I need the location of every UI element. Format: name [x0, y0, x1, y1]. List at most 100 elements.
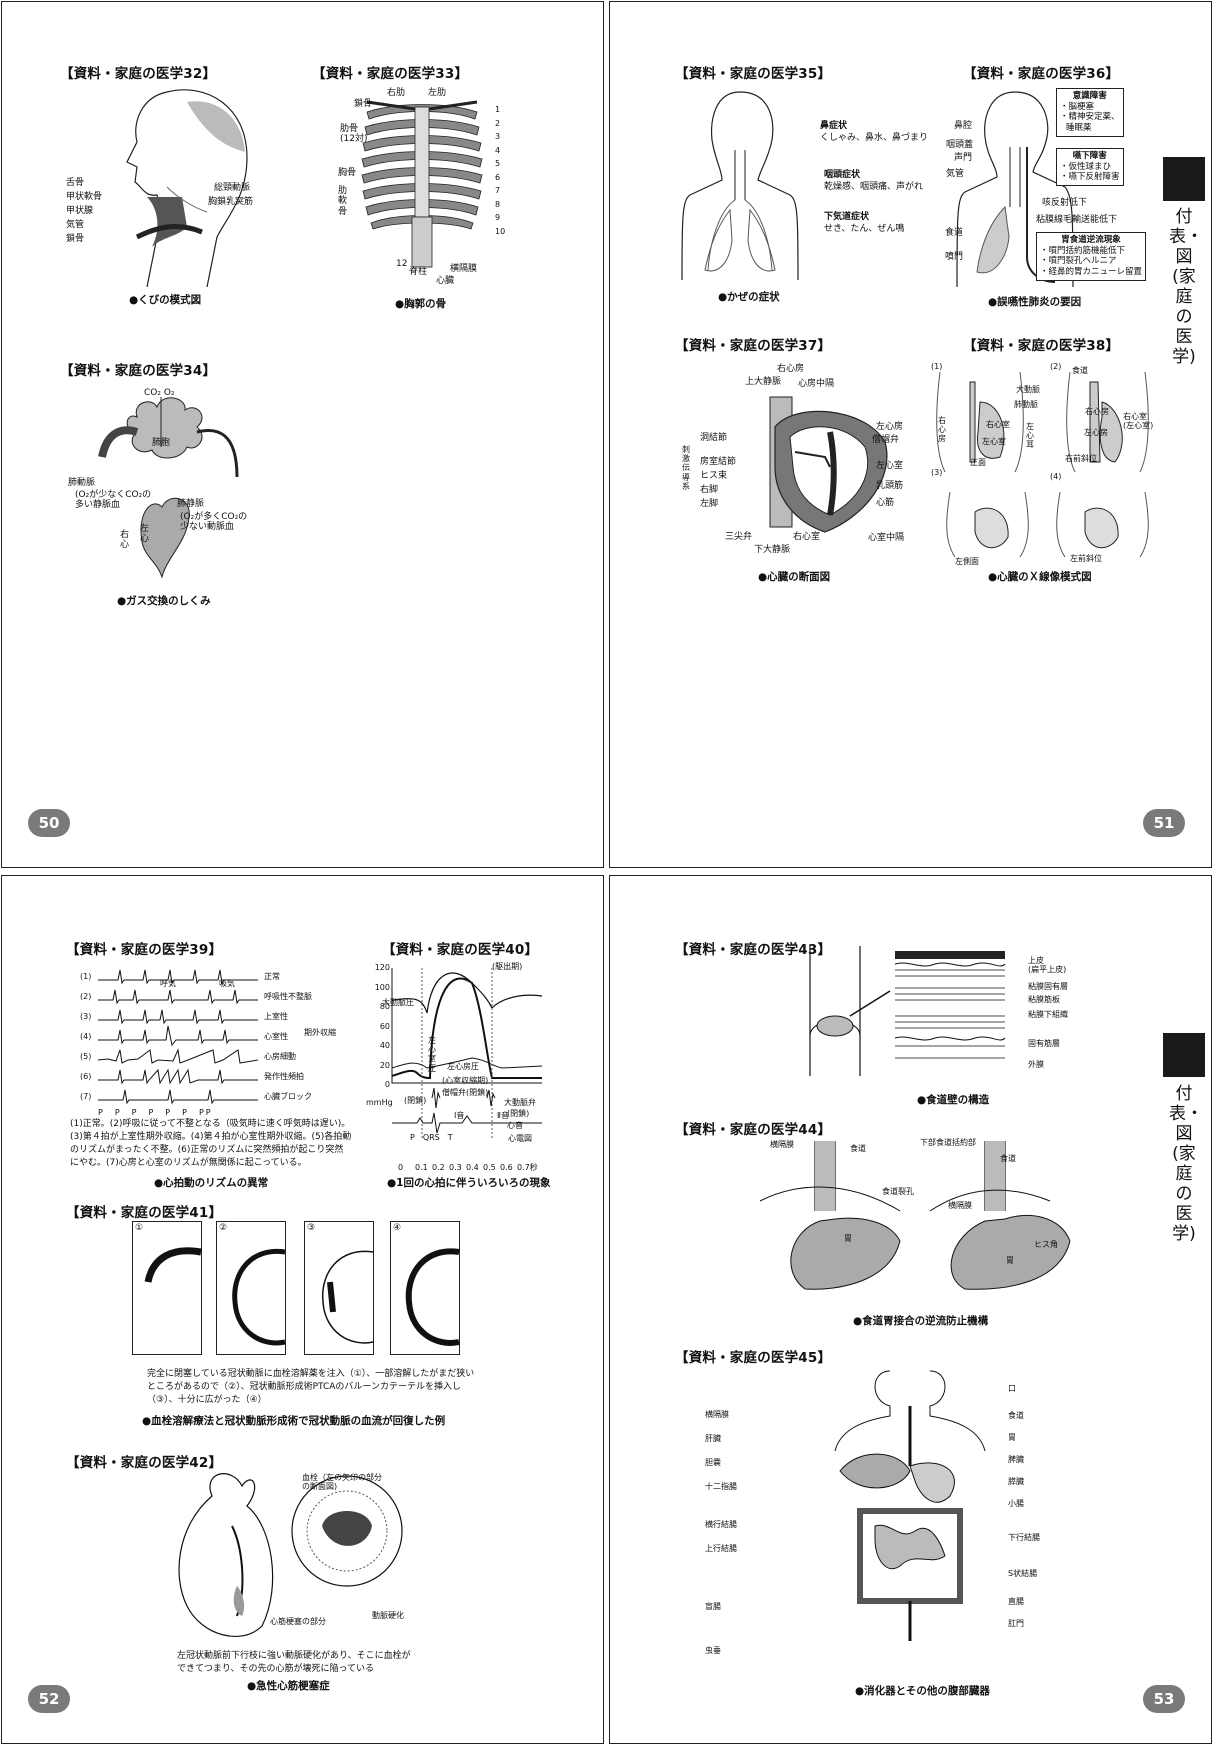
label-pv-note: (O₂が多くCO₂の 少ない動脈血 — [180, 512, 248, 533]
coronary-panel: ③ — [304, 1221, 374, 1355]
label-p-waves: P P P P P P PP — [98, 1108, 213, 1117]
fig32-heading: 【資料・家庭の医学32】 — [60, 66, 217, 82]
box-consciousness-title: 意識障害 — [1072, 91, 1107, 101]
label-tricuspid: 三尖弁 — [725, 532, 753, 542]
ecg-rhythm-list: (1) 正常 (2) 呼吸性不整脈 (3) 上室性 (4) 心室性 (5) 心房… — [80, 968, 350, 1108]
label-right-rib: 右肋 — [387, 88, 406, 98]
label-adventitia: 外膜 — [1028, 1060, 1044, 1069]
ecg-row: (5) 心房細動 — [80, 1048, 350, 1068]
fig34-caption: ●ガス交換のしくみ — [117, 595, 211, 607]
fig44-caption: ●食道胃接合の逆流防止機構 — [853, 1315, 989, 1327]
label-pulmonary-vein: 肺静脈 — [177, 499, 205, 509]
fig43-caption: ●食道壁の構造 — [917, 1094, 990, 1106]
page-50: 【資料・家庭の医学32】 舌骨 甲状軟骨 甲状腺 気管 鎖骨 総頸動脈 胸鎖乳突… — [1, 1, 604, 868]
x-tick: 0.2 — [432, 1163, 445, 1172]
rib-number: 5 — [495, 159, 501, 168]
ecg-row-name: 呼吸性不整脈 — [264, 992, 312, 1001]
gas-exchange-diagram — [98, 397, 239, 579]
esophagus-wall-diagram — [809, 946, 1006, 1076]
box-consciousness-item: ・精神安定薬、 — [1060, 112, 1120, 123]
x-tick: 0.5 — [483, 1163, 496, 1172]
fig40-x-ticks: 0 0.1 0.2 0.3 0.4 0.5 0.6 0.7秒 — [398, 1163, 541, 1172]
box-reflux: 胃食道逆流現象 ・噴門括約筋機能低下 ・噴門裂孔ヘルニア ・経鼻的胃カニューレ留… — [1036, 232, 1147, 281]
y-tick: 20 — [379, 1060, 390, 1070]
ecg-row: (3) 上室性 — [80, 1008, 350, 1028]
label-infarct-area: 心筋梗塞の部分 — [270, 1617, 326, 1626]
rib-number: 1 — [495, 105, 501, 114]
label-his-bundle: ヒス束 — [700, 471, 728, 481]
label-rv-37: 右心室 — [793, 532, 821, 542]
organ-label: 下行結腸 — [1008, 1533, 1040, 1542]
label-nasal-detail: くしゃみ、鼻水、鼻づまり — [820, 133, 929, 143]
label-sternum: 胸骨 — [338, 168, 357, 178]
organ-label: 直腸 — [1008, 1597, 1024, 1606]
page-52: 【資料・家庭の医学39】 (1) 正常 (2) 呼吸性不整脈 (3) 上室性 (… — [1, 875, 604, 1744]
ecg-trace — [98, 1089, 258, 1105]
label-alveolus: 肺胞 — [152, 438, 171, 448]
ecg-row-name: 発作性頻拍 — [264, 1072, 304, 1081]
artery-balloon — [322, 1250, 374, 1344]
ecg-row: (7) 心臓ブロック — [80, 1088, 350, 1108]
coronary-panel: ① — [132, 1221, 202, 1355]
label-rao: 右前斜位 — [1065, 454, 1097, 463]
fig33-caption: ●胸郭の骨 — [395, 298, 447, 310]
fig40-y-ticks: 120 100 80 60 40 20 0 — [372, 963, 390, 1100]
label-lv-37: 左心室 — [876, 461, 904, 471]
label-esophagus-38: 食道 — [1072, 366, 1088, 375]
label-inhale: 呼気 — [160, 979, 176, 988]
fig45-heading: 【資料・家庭の医学45】 — [675, 1350, 832, 1366]
box-reflux-item: ・噴門裂孔ヘルニア — [1040, 256, 1117, 267]
organ-label: 十二指腸 — [705, 1482, 737, 1491]
label-lateral: 左側面 — [955, 557, 979, 566]
box-swallowing-title: 嚥下障害 — [1072, 151, 1107, 161]
label-left-heart: 左 心 — [140, 524, 150, 545]
artery-restored — [405, 1248, 460, 1346]
label-exhale: 吸気 — [219, 979, 235, 988]
infarction-diagram — [178, 1473, 403, 1637]
page-number-52: 52 — [28, 1685, 70, 1713]
fig41-heading: 【資料・家庭の医学41】 — [66, 1205, 223, 1221]
label-left-bundle: 左脚 — [700, 499, 719, 509]
artery-occluded — [144, 1247, 202, 1283]
label-ventricular-systole: (心室収縮期) — [442, 1076, 489, 1085]
rib-number: 8 — [495, 199, 501, 209]
organ-label: 脾臓 — [1008, 1455, 1024, 1464]
aspiration-diagram — [956, 91, 1074, 288]
ecg-row-name: 心臓ブロック — [264, 1092, 312, 1101]
label-front-view: 正面 — [970, 458, 986, 467]
label-lv-38: 左心室 — [982, 437, 1006, 446]
organ-label: 口 — [1008, 1384, 1016, 1393]
label-ribs: 肋骨 (12対) — [340, 124, 368, 145]
organ-label: 横隔膜 — [705, 1410, 729, 1419]
label-mitral-37: 僧帽弁 — [872, 435, 900, 445]
label-conduction-system: 刺 激 伝 導 系 — [682, 445, 690, 491]
coronary-panel: ② — [216, 1221, 286, 1355]
fig43-heading: 【資料・家庭の医学43】 — [675, 942, 832, 958]
rib-number-list: 1 2 3 4 5 6 7 8 9 10 — [495, 105, 507, 240]
label-rv2-38: 右心室 (左心室) — [1123, 412, 1154, 431]
label-panel-2: (2) — [1050, 362, 1062, 371]
label-his-angle: ヒス角 — [1034, 1240, 1058, 1249]
y-tick: 120 — [374, 963, 390, 972]
label-lv-pressure: 左 心 室 圧 — [428, 1036, 436, 1073]
fig45-caption: ●消化器とその他の腹部臓器 — [855, 1685, 990, 1697]
label-s2: Ⅱ音 — [497, 1111, 509, 1120]
label-diaphragm-44a: 横隔膜 — [770, 1140, 794, 1149]
page-51: 【資料・家庭の医学35】 鼻症状 くしゃみ、鼻水、鼻づまり 咽頭症状 乾燥感、咽… — [609, 1, 1212, 868]
organ-label: 食道 — [1008, 1411, 1024, 1420]
label-panel-3: (3) — [931, 468, 943, 477]
panel-number: ② — [219, 1223, 228, 1233]
x-tick: 0.3 — [449, 1163, 462, 1172]
organ-label: 小腸 — [1008, 1499, 1024, 1508]
x-tick: 0 — [398, 1163, 404, 1172]
side-label: 付表・図(家庭の医学) — [1169, 207, 1203, 367]
label-thyroid-cartilage: 甲状軟骨 — [66, 192, 103, 202]
coronary-panel: ④ — [390, 1221, 460, 1355]
panel-number: ① — [135, 1223, 144, 1233]
label-thyroid: 甲状腺 — [66, 206, 94, 216]
ecg-row-number: (5) — [80, 1052, 92, 1061]
y-tick: 40 — [379, 1041, 390, 1050]
label-throat-symptom: 咽頭症状 — [824, 170, 861, 180]
digestive-organs-diagram — [834, 1370, 986, 1641]
label-esophagus-44a: 食道 — [850, 1144, 866, 1153]
